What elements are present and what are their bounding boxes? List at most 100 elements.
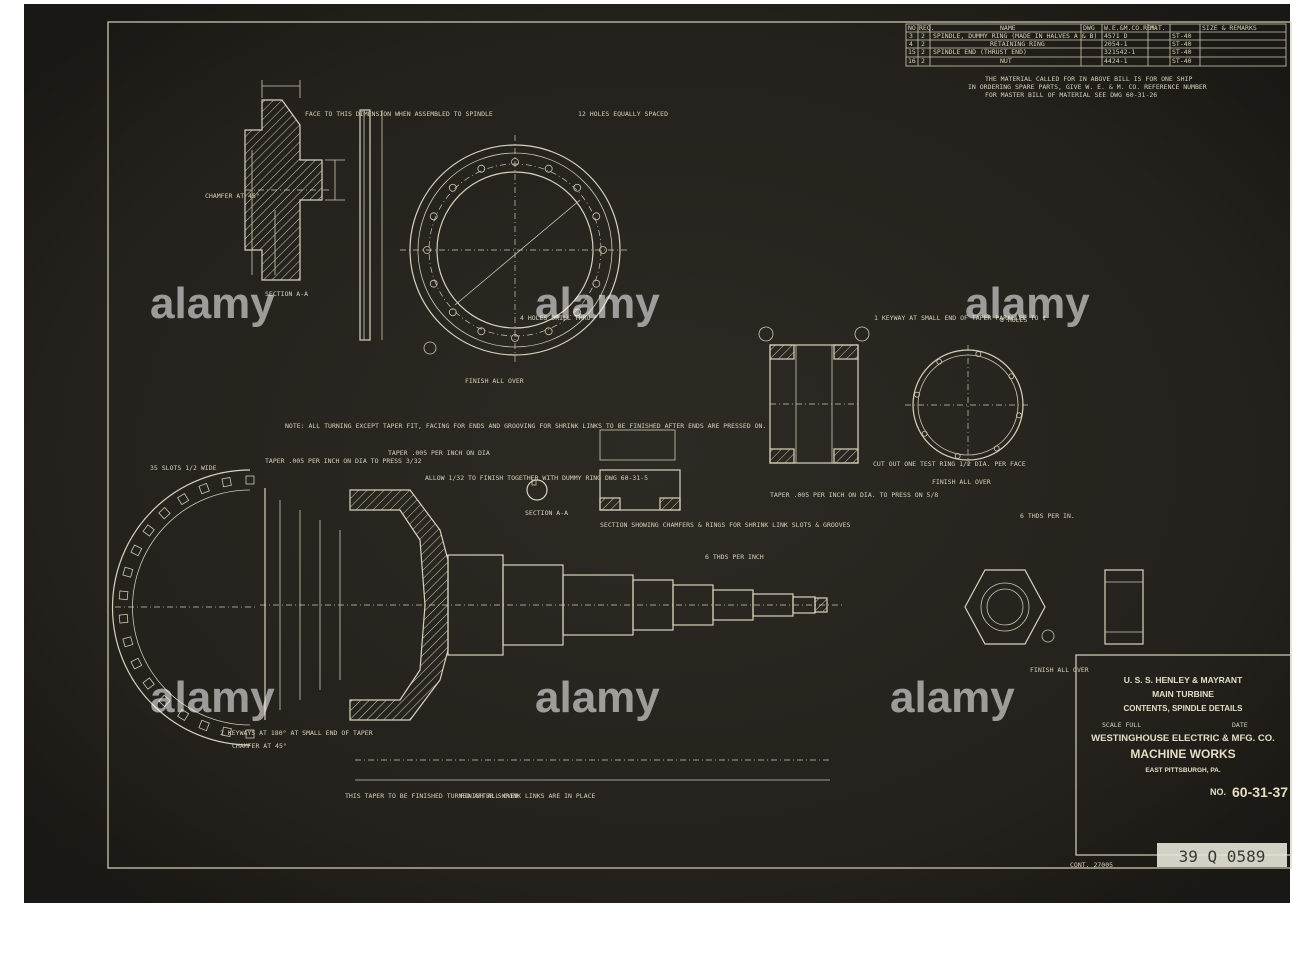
- th-name: NAME: [1000, 24, 1016, 32]
- title-no-label: NO.: [1210, 787, 1226, 797]
- row3-ref: 321542-1: [1104, 48, 1135, 56]
- taper-inch-label: TAPER .005 PER INCH ON DIA: [388, 449, 490, 457]
- ring-slot: [142, 524, 155, 537]
- finish-right-label: FINISH ALL OVER: [932, 478, 991, 486]
- section-aa-small: SECTION A-A: [525, 479, 568, 517]
- ring-face-view: 12 HOLES EQUALLY SPACED 4 HOLES DRILL TH…: [400, 110, 668, 385]
- row3-name: SPINDLE END (THRUST END): [933, 48, 1027, 56]
- allow-finish-label: ALLOW 1/32 TO FINISH TOGETHER WITH DUMMY…: [425, 474, 648, 482]
- face-note: FACE TO THIS DIMENSION WHEN ASSEMBLED TO…: [305, 110, 493, 118]
- title-contents: CONTENTS, SPINDLE DETAILS: [1124, 704, 1244, 713]
- row4-size: ST-40: [1172, 57, 1192, 65]
- slotted-half-ring: 35 SLOTS 1/2 WIDE: [111, 464, 255, 746]
- border-frame: [107, 21, 1292, 869]
- row1-ref: 4571 D: [1104, 32, 1128, 40]
- watermark-3: alamy: [965, 279, 1090, 328]
- finish-nut-label: FINISH ALL OVER: [1030, 666, 1089, 674]
- chamfer-small-label: CHAMFER AT 45°: [232, 742, 287, 750]
- title-number: 60-31-37: [1232, 784, 1288, 800]
- ring-slot: [177, 492, 190, 506]
- row2-no: 4: [909, 40, 913, 48]
- ring-hole: [592, 279, 601, 288]
- small-ring-hole: [936, 358, 943, 365]
- watermarks: alamy alamy alamy alamy alamy alamy: [150, 279, 1090, 722]
- watermark-2: alamy: [535, 279, 660, 328]
- ring-slots: [118, 475, 255, 739]
- ring-slot: [245, 729, 255, 739]
- ring-slot: [118, 613, 129, 624]
- finish-bottom-label: FINISH ALL OVER: [460, 792, 519, 800]
- grooves-label: SECTION SHOWING CHAMFERS & RINGS FOR SHR…: [600, 521, 851, 529]
- watermark-6: alamy: [890, 673, 1015, 722]
- holes-equally-label: 12 HOLES EQUALLY SPACED: [578, 110, 668, 118]
- row1-name: SPINDLE, DUMMY RING (MADE IN HALVES A & …: [933, 32, 1097, 40]
- taper-press-label: TAPER .005 PER INCH ON DIA TO PRESS 3/32: [265, 457, 422, 465]
- keyways-label: 2 KEYWAYS AT 180° AT SMALL END OF TAPER: [220, 729, 373, 737]
- watermark-1: alamy: [150, 279, 275, 328]
- ring-slot: [158, 694, 171, 708]
- ring-hole: [544, 164, 553, 173]
- sleeve-section: 1 KEYWAY AT SMALL END OF TAPER PARALLEL …: [758, 314, 1046, 499]
- ring-slot: [198, 719, 210, 732]
- ring-hole: [477, 327, 486, 336]
- th-req: REQ.: [919, 24, 935, 32]
- row1-no: 3: [909, 32, 913, 40]
- ring-slot: [122, 636, 134, 648]
- ring-slot: [130, 544, 143, 557]
- watermark-banner: [0, 903, 1300, 978]
- th-ref: W.E.&M.CO.REF.: [1104, 24, 1159, 32]
- spindle-end-elevation: TAPER .005 PER INCH ON DIA TO PRESS 3/32…: [220, 449, 845, 800]
- nut-note-label: 6 THDS PER IN.: [1020, 512, 1075, 520]
- bom-note-line3: FOR MASTER BILL OF MATERIAL SEE DWG 60-3…: [985, 91, 1157, 99]
- th-no: NO.: [908, 24, 920, 32]
- title-line1: U. S. S. HENLEY & MAYRANT: [1124, 675, 1243, 685]
- small-ring-hole: [1016, 412, 1022, 419]
- small-ring-hole: [993, 445, 1000, 452]
- title-city: EAST PITTSBURGH, PA.: [1145, 767, 1221, 774]
- ring-slot: [198, 482, 210, 495]
- ring-hole: [573, 308, 582, 317]
- row3-size: ST-40: [1172, 48, 1192, 56]
- small-ring-hole: [921, 430, 928, 437]
- watermark-4: alamy: [150, 673, 275, 722]
- ring-slot: [142, 677, 155, 690]
- row1-size: ST-40: [1172, 32, 1192, 40]
- row4-req: 2: [921, 57, 925, 65]
- parts-table: NO. REQ. NAME DWG W.E.&M.CO.REF. MAT. SI…: [905, 23, 1287, 67]
- section-aa-drawing: FACE TO THIS DIMENSION WHEN ASSEMBLED TO…: [205, 80, 493, 298]
- file-stamp-box: [1157, 843, 1287, 867]
- ring-slot: [177, 708, 190, 722]
- ring-slot: [221, 477, 232, 488]
- ring-hole: [448, 308, 457, 317]
- slots-label: 35 SLOTS 1/2 WIDE: [150, 464, 217, 472]
- ring-slot: [158, 506, 171, 520]
- row2-req: 2: [921, 40, 925, 48]
- ring-hole: [448, 183, 457, 192]
- bom-note-line2: IN ORDERING SPARE PARTS, GIVE W. E. & M.…: [968, 83, 1207, 91]
- ring-hole: [544, 327, 553, 336]
- ring-hole: [477, 164, 486, 173]
- retaining-ring-edge: [359, 109, 383, 341]
- nut-drawing: 6 THDS PER IN. FINISH ALL OVER: [964, 512, 1144, 674]
- section-aa-label: SECTION A-A: [265, 290, 308, 298]
- ring-slot: [118, 590, 129, 601]
- taper-finish-label: THIS TAPER TO BE FINISHED TURNED AFTER S…: [345, 792, 596, 800]
- cutout-label: CUT OUT ONE TEST RING 1/2 DIA. PER FACE: [873, 460, 1026, 468]
- th-dwg: DWG: [1083, 24, 1095, 32]
- row4-no: 16: [908, 57, 916, 65]
- ring-slot: [221, 726, 232, 737]
- keyway-label: 1 KEYWAY AT SMALL END OF TAPER PARALLEL …: [874, 314, 1046, 322]
- ring-hole: [511, 334, 519, 342]
- small-ring-face: 8 HOLES FINISH ALL OVER: [905, 316, 1030, 486]
- small-ring-hole: [954, 453, 961, 459]
- ring-bolt-holes: [423, 158, 607, 342]
- notes-text: NOTE: ALL TURNING EXCEPT TAPER FIT, FACI…: [285, 422, 766, 430]
- title-company: WESTINGHOUSE ELECTRIC & MFG. CO.: [1091, 733, 1275, 744]
- title-works: MACHINE WORKS: [1130, 747, 1235, 761]
- paper-sheet: [24, 4, 1290, 903]
- ring-hole: [592, 212, 601, 221]
- small-ring-hole: [975, 351, 982, 357]
- cont-stamp: CONT. 27005: [1070, 861, 1113, 869]
- th-size: SIZE & REMARKS: [1202, 24, 1257, 32]
- holes-right-label: 8 HOLES: [1000, 316, 1027, 324]
